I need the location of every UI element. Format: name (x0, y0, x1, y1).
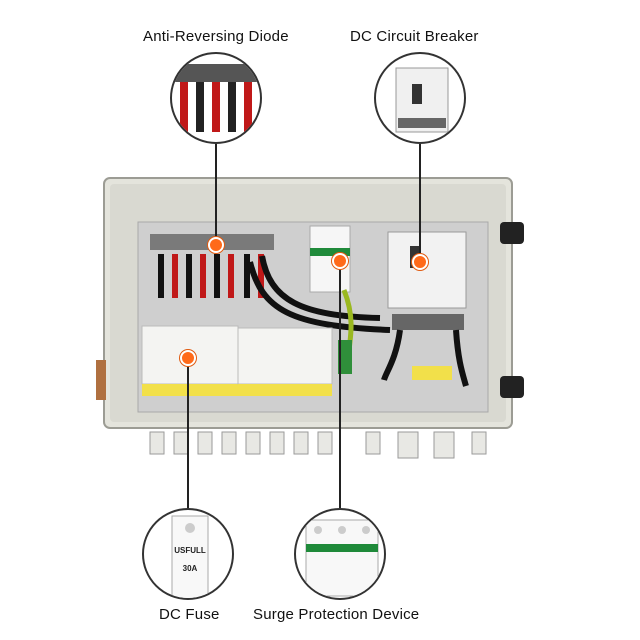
cable-glands (149, 431, 487, 459)
spd-marker (332, 253, 348, 269)
fuse-callout: USFULL 30A (142, 508, 234, 600)
diode-leader (215, 144, 217, 244)
fuse-leader (187, 358, 189, 508)
fuse-rating-text: 30A (182, 564, 198, 573)
diode-marker (208, 237, 224, 253)
diode-callout (170, 52, 262, 144)
fuse-brand-text: USFULL (174, 546, 206, 555)
fuse-bank-right (237, 327, 333, 396)
hinge-top (500, 222, 524, 244)
ground-braid (96, 360, 106, 400)
earth-terminal (338, 340, 352, 374)
spd-callout (294, 508, 386, 600)
spd-leader (339, 258, 341, 508)
dc-circuit-breaker-label: DC Circuit Breaker (350, 28, 479, 45)
anti-reversing-diode-label: Anti-Reversing Diode (143, 28, 289, 45)
breaker-unit (387, 231, 467, 330)
dc-fuse-label: DC Fuse (159, 606, 220, 623)
hinge-bottom (500, 376, 524, 398)
surge-protection-device-label: Surge Protection Device (253, 606, 420, 623)
fuse-marker (180, 350, 196, 366)
diode-wires (158, 254, 264, 298)
breaker-callout (374, 52, 466, 144)
breaker-leader (419, 144, 421, 260)
breaker-marker (412, 254, 428, 270)
